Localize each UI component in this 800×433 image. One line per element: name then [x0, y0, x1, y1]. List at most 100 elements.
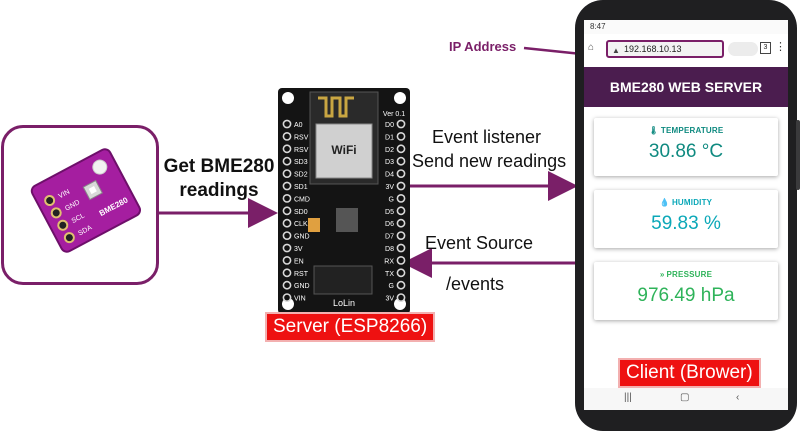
left-pin-hole — [282, 169, 292, 178]
left-pin-hole — [282, 119, 292, 129]
wifi-module-text: WiFi — [331, 143, 356, 157]
get-readings-label: Get BME280 readings — [163, 156, 275, 201]
pressure-value: 976.49 hPa — [637, 285, 735, 306]
right-pin-hole — [396, 144, 406, 154]
left-pin-label: SD1 — [294, 184, 308, 191]
events-path-label: /events — [446, 274, 505, 294]
right-pin-label: D7 — [385, 234, 394, 241]
right-pin-hole — [396, 206, 406, 216]
left-pin-hole — [282, 231, 292, 240]
url-bar[interactable]: ▲ 192.168.10.13 — [606, 40, 724, 58]
left-pin-label: RSV — [294, 147, 309, 154]
left-pin-label: RSV — [294, 134, 309, 141]
back-icon[interactable]: ‹ — [736, 392, 740, 403]
right-pin-label: D2 — [385, 147, 394, 154]
temperature-card-title: 🌡TEMPERATURE — [648, 126, 724, 135]
right-pin-label: 3V — [385, 184, 394, 191]
android-nav-bar: ||| ▢ ‹ — [584, 388, 788, 410]
send-new-readings-label: Send new readings — [412, 151, 567, 171]
left-pin-label: SD2 — [294, 172, 308, 179]
right-pin-hole — [396, 268, 406, 278]
right-pin-hole — [396, 280, 406, 290]
left-pin-hole — [282, 144, 292, 154]
right-pin-hole — [396, 243, 406, 253]
left-pin-label: SD3 — [294, 159, 308, 166]
pressure-card-title: »PRESSURE — [659, 270, 713, 279]
left-pin-label: CLK — [294, 221, 308, 228]
temperature-card: 🌡TEMPERATURE 30.86 °C — [594, 118, 778, 176]
left-pin-hole — [282, 156, 292, 166]
sensor-pin-vin: VIN — [58, 189, 72, 201]
right-pin-label: D1 — [385, 134, 394, 141]
left-pin-label: VIN — [294, 296, 306, 303]
water-drop-icon: 💧 — [659, 198, 670, 207]
left-pin-hole — [282, 194, 292, 203]
event-source-label: Event Source — [425, 233, 534, 253]
recent-apps-icon[interactable]: ||| — [624, 392, 632, 403]
client-tag: Client (Brower) — [618, 358, 761, 388]
server-tag: Server (ESP8266) — [265, 312, 436, 342]
right-pin-label: D4 — [385, 172, 394, 179]
right-pin-hole — [396, 293, 406, 302]
left-pin-label: 3V — [294, 246, 303, 253]
left-pin-hole — [282, 132, 292, 141]
right-pin-hole — [396, 231, 406, 240]
left-pin-hole — [282, 268, 292, 278]
smartphone: 8:47 ⌂ ▲ 192.168.10.13 3 ⋮ BME280 WEB SE… — [575, 0, 800, 431]
board-version-label: Ver 0.1 — [383, 111, 405, 118]
left-pin-label: GND — [294, 234, 310, 241]
right-pin-hole — [396, 194, 406, 203]
sensor-box: VIN GND SCL SDA BME280 — [1, 125, 159, 285]
right-pin-label: D6 — [385, 221, 394, 228]
thermometer-icon: 🌡 — [648, 126, 659, 135]
pressure-card: »PRESSURE 976.49 hPa — [594, 262, 778, 320]
left-pin-hole — [282, 293, 292, 302]
left-pin-label: EN — [294, 258, 304, 265]
left-pin-hole — [282, 255, 292, 265]
board-logo: LoLin — [333, 298, 355, 308]
phone-side-button — [796, 120, 800, 190]
left-pin-label: CMD — [294, 196, 310, 203]
right-pin-hole — [396, 218, 406, 228]
left-pin-hole — [282, 280, 292, 290]
right-pin-label: D3 — [385, 159, 394, 166]
right-pin-label: G — [389, 283, 394, 290]
left-pin-hole — [282, 206, 292, 216]
right-pin-hole — [396, 132, 406, 141]
warning-icon: ▲ — [612, 46, 620, 55]
ip-address-label: IP Address — [449, 39, 517, 54]
left-pin-hole — [282, 243, 292, 253]
browser-toolbar: ⌂ ▲ 192.168.10.13 3 ⋮ — [584, 38, 788, 60]
status-bar: 8:47 — [584, 20, 788, 34]
left-pin-label: SD0 — [294, 209, 308, 216]
left-pin-label: RST — [294, 271, 309, 278]
right-pin-label: TX — [385, 271, 394, 278]
more-options-icon[interactable]: ⋮ — [775, 41, 786, 53]
right-pin-hole — [396, 169, 406, 178]
left-pin-label: GND — [294, 283, 310, 290]
right-pin-hole — [396, 119, 406, 129]
right-pin-label: G — [389, 196, 394, 203]
url-text: 192.168.10.13 — [624, 44, 682, 54]
toolbar-pill[interactable] — [728, 42, 758, 56]
left-pin-label: A0 — [294, 122, 303, 129]
left-pin-hole — [282, 181, 292, 191]
home-button-icon[interactable]: ▢ — [680, 392, 690, 403]
status-time: 8:47 — [590, 22, 606, 31]
right-pin-label: 3V — [385, 296, 394, 303]
event-listener-label: Event listener — [432, 127, 542, 147]
right-pin-label: D5 — [385, 209, 394, 216]
temperature-value: 30.86 °C — [648, 141, 724, 162]
right-pin-label: RX — [384, 258, 394, 265]
phone-screen: 8:47 ⌂ ▲ 192.168.10.13 3 ⋮ BME280 WEB SE… — [584, 20, 788, 410]
right-pin-hole — [396, 156, 406, 166]
humidity-card-title: 💧HUMIDITY — [659, 198, 713, 207]
bme280-sensor-image: VIN GND SCL SDA BME280 — [30, 148, 141, 253]
right-pin-hole — [396, 255, 406, 265]
right-pin-label: D0 — [385, 122, 394, 129]
humidity-value: 59.83 % — [651, 213, 721, 234]
tab-count-button[interactable]: 3 — [760, 42, 771, 54]
right-pin-label: D8 — [385, 246, 394, 253]
home-icon[interactable]: ⌂ — [588, 42, 595, 53]
